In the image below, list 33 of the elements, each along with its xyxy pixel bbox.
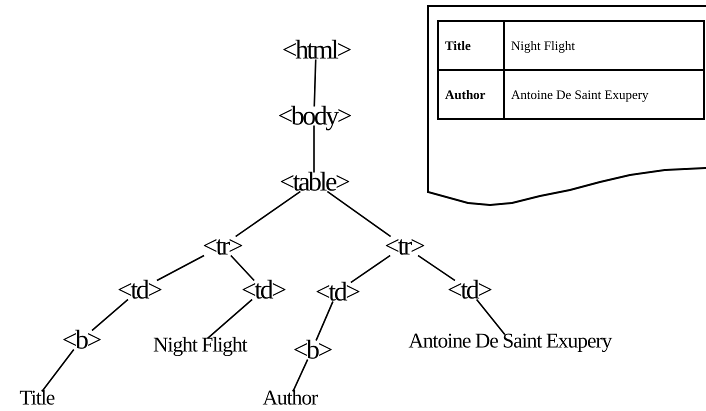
text-label: Title bbox=[20, 388, 54, 408]
connector-line bbox=[230, 254, 255, 282]
tag-label: <td> bbox=[117, 276, 161, 304]
table-cell: Title bbox=[438, 21, 504, 70]
connector-line bbox=[235, 190, 301, 238]
tag-label: <b> bbox=[293, 336, 331, 364]
tag-label: <td> bbox=[315, 278, 359, 306]
connector-line bbox=[92, 298, 128, 332]
text-label: Author bbox=[262, 388, 318, 408]
connector-line bbox=[326, 190, 392, 238]
tag-label: <tr> bbox=[384, 232, 424, 260]
connector-line bbox=[350, 254, 391, 284]
connector-line bbox=[315, 301, 334, 341]
connector-line bbox=[314, 59, 316, 107]
tag-label: <td> bbox=[241, 276, 285, 304]
tag-label: <body> bbox=[278, 102, 350, 130]
tag-label: <html> bbox=[282, 36, 350, 64]
connector-line bbox=[418, 254, 456, 282]
table-cell: Night Flight bbox=[504, 21, 704, 70]
tag-label: <table> bbox=[280, 168, 348, 196]
connector-line bbox=[313, 126, 315, 172]
tag-label: <tr> bbox=[202, 232, 242, 260]
connector-line bbox=[476, 299, 506, 335]
tag-label: <b> bbox=[62, 326, 100, 354]
connector-line bbox=[292, 359, 308, 392]
text-label: Antoine De Saint Exupery bbox=[408, 330, 612, 352]
connector-line bbox=[206, 298, 253, 340]
table-cell: Antoine De Saint Exupery bbox=[504, 70, 704, 119]
connector-line bbox=[41, 349, 74, 392]
connector-line bbox=[156, 254, 204, 282]
text-label: Night Flight bbox=[153, 334, 247, 356]
tag-label: <td> bbox=[447, 276, 491, 304]
table-cell: Author bbox=[438, 70, 504, 119]
